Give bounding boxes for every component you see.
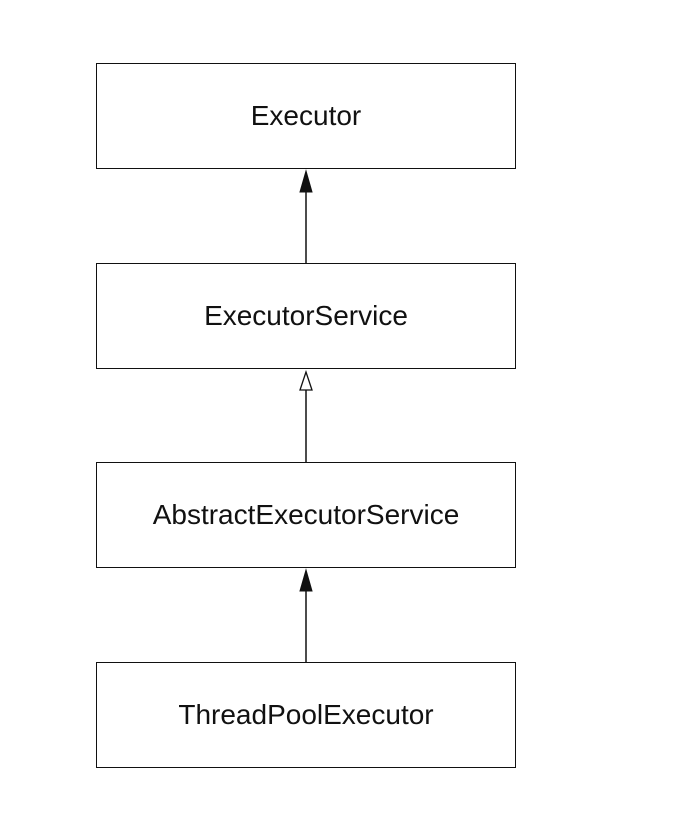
node-label: AbstractExecutorService <box>152 499 460 530</box>
node-executor-service: ExecutorService <box>96 263 516 369</box>
node-label: Executor <box>250 100 362 131</box>
edge-abstract-executor-service-to-executor-service <box>299 369 313 462</box>
filled-arrowhead <box>299 568 313 592</box>
edge-thread-pool-executor-to-abstract-executor-service <box>299 568 313 662</box>
node-executor: Executor <box>96 63 516 169</box>
node-label: ThreadPoolExecutor <box>178 699 434 730</box>
node-thread-pool-executor: ThreadPoolExecutor <box>96 662 516 768</box>
node-abstract-executor-service: AbstractExecutorService <box>96 462 516 568</box>
node-label: ExecutorService <box>204 300 408 331</box>
filled-arrowhead <box>299 169 313 193</box>
edge-executor-service-to-executor <box>299 169 313 263</box>
hollow-arrowhead <box>299 369 313 391</box>
